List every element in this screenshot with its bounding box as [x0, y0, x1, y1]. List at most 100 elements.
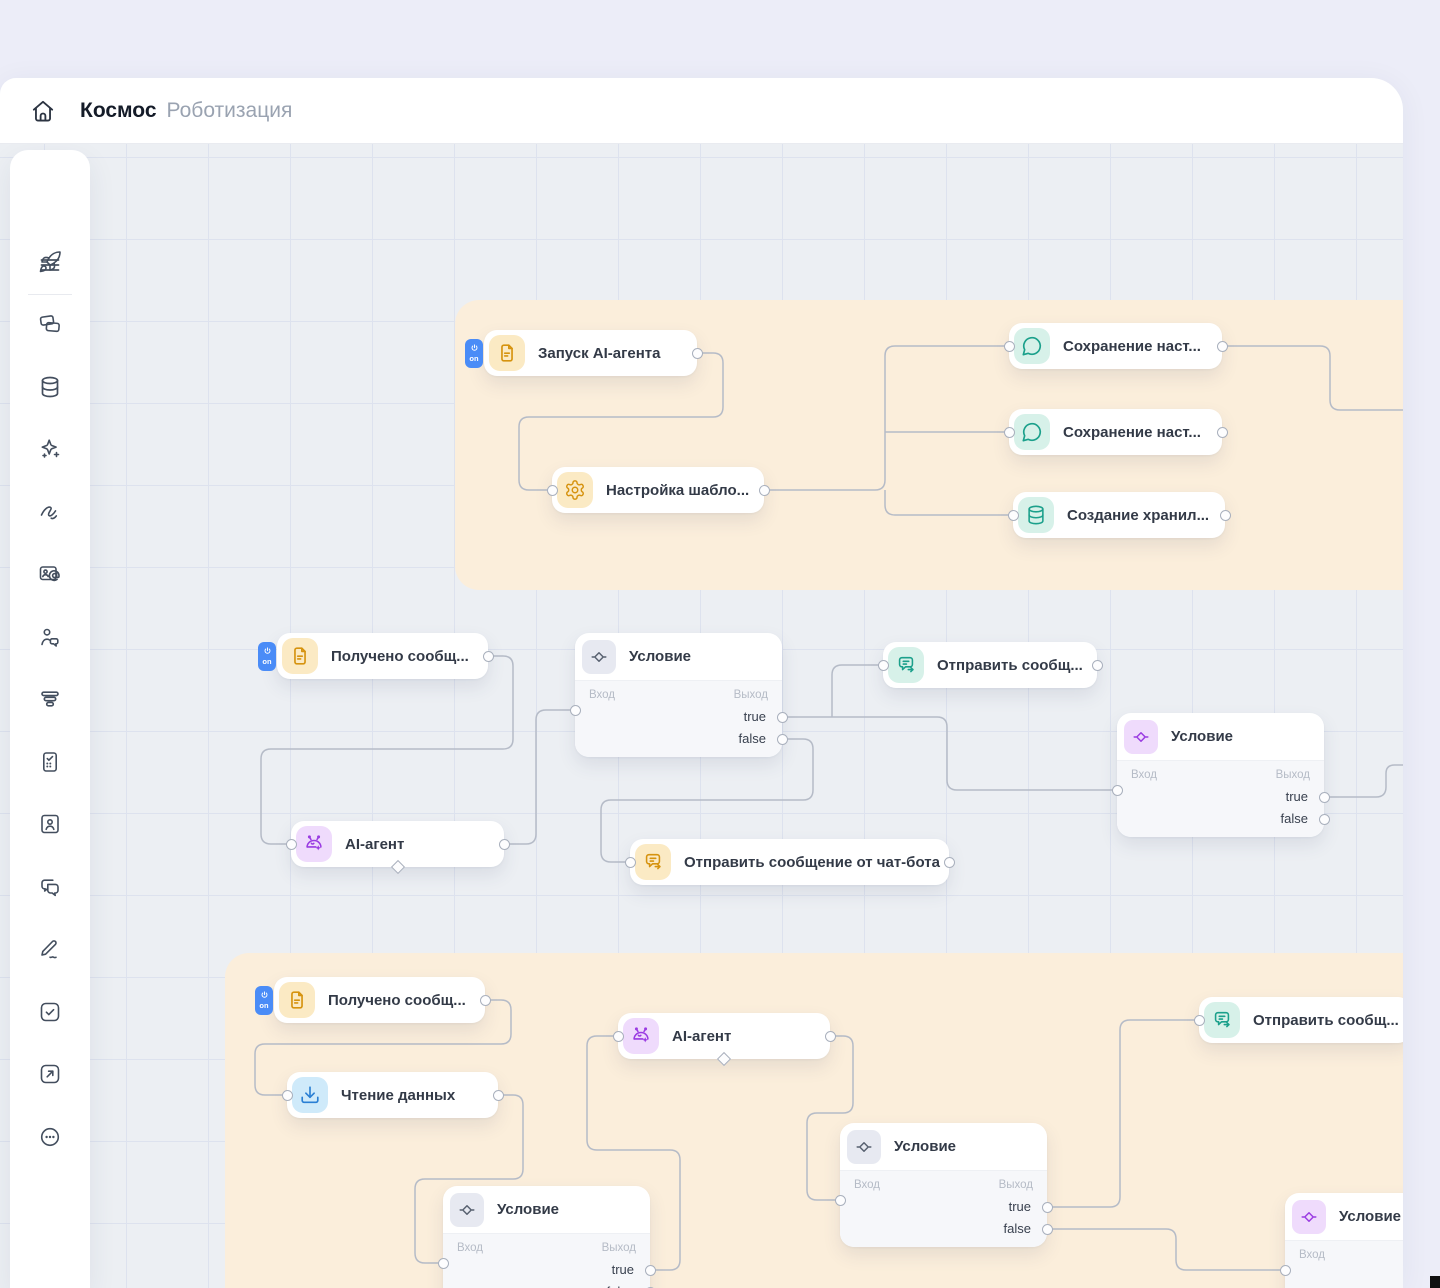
wire[interactable]: [260, 655, 514, 845]
node-label: Условие: [894, 1138, 957, 1155]
checklist-icon[interactable]: [38, 750, 62, 774]
power-on-badge[interactable]: on: [255, 986, 273, 1015]
input-port[interactable]: [281, 1089, 293, 1101]
output-port[interactable]: [1216, 340, 1228, 352]
wire[interactable]: [518, 352, 724, 491]
node-condition-1[interactable]: Условие Вход Выход true false: [569, 633, 788, 757]
node-send-chatbot-message[interactable]: Отправить сообщение от чат-бота: [624, 839, 955, 885]
false-output-port[interactable]: [776, 733, 788, 745]
true-output-port[interactable]: [644, 1264, 656, 1276]
wire[interactable]: [254, 999, 512, 1096]
input-port[interactable]: [834, 1194, 846, 1206]
wire[interactable]: [806, 1035, 854, 1201]
scribble-icon[interactable]: [38, 500, 62, 524]
input-port[interactable]: [1007, 509, 1019, 521]
signature-pen-icon[interactable]: [38, 937, 62, 961]
wire[interactable]: [414, 1094, 524, 1264]
false-output-port[interactable]: [1041, 1223, 1053, 1235]
flows-icon[interactable]: [38, 312, 62, 336]
page-title: Роботизация: [166, 98, 293, 122]
user-chat-icon[interactable]: [38, 625, 62, 649]
chat-bubbles-icon[interactable]: [38, 875, 62, 899]
send-message-icon: [888, 647, 924, 683]
input-port[interactable]: [285, 838, 297, 850]
wire[interactable]: [586, 1035, 681, 1271]
contact-card-icon[interactable]: [38, 812, 62, 836]
wire[interactable]: [782, 716, 1117, 791]
input-port[interactable]: [437, 1257, 449, 1269]
sparkles-icon[interactable]: [38, 437, 62, 461]
wire[interactable]: [831, 664, 883, 717]
node-send-message-1[interactable]: Отправить сообщ...: [877, 642, 1103, 688]
input-port[interactable]: [1003, 340, 1015, 352]
wire[interactable]: [1217, 345, 1403, 411]
true-output-port[interactable]: [1318, 791, 1330, 803]
output-port[interactable]: [1091, 659, 1103, 671]
node-start-agent[interactable]: on Запуск AI-агента: [465, 330, 703, 376]
node-template-setup[interactable]: Настройка шабло...: [546, 467, 770, 513]
database-icon: [1018, 497, 1054, 533]
wire[interactable]: [600, 738, 814, 863]
node-message-received-2[interactable]: on Получено сообщ...: [255, 977, 491, 1023]
home-icon[interactable]: [30, 98, 56, 124]
input-port[interactable]: [546, 484, 558, 496]
wire[interactable]: [1047, 1019, 1199, 1208]
output-port[interactable]: [1216, 426, 1228, 438]
true-output-label: true: [1008, 1199, 1031, 1214]
robot-icon: [296, 826, 332, 862]
node-condition-2[interactable]: Условие Вход Выход true false: [1111, 713, 1330, 837]
wire[interactable]: [1047, 1228, 1285, 1271]
node-condition-3[interactable]: Условие Вход Выход true false: [437, 1186, 656, 1288]
node-ai-agent-1[interactable]: AI-агент: [285, 821, 510, 875]
output-port[interactable]: [1219, 509, 1231, 521]
node-read-data[interactable]: Чтение данных: [281, 1072, 504, 1118]
node-condition-5[interactable]: Условие Вход Выход true false: [1279, 1193, 1403, 1288]
flow-canvas[interactable]: on Запуск AI-агента Настройка шабло... С…: [0, 143, 1403, 1288]
output-port[interactable]: [691, 347, 703, 359]
node-ai-agent-2[interactable]: AI-агент: [612, 1013, 836, 1067]
input-port[interactable]: [569, 704, 581, 716]
id-card-at-icon[interactable]: [38, 562, 62, 586]
output-port[interactable]: [498, 838, 510, 850]
database-icon[interactable]: [38, 375, 62, 399]
wire[interactable]: [1324, 764, 1403, 798]
true-output-port[interactable]: [1041, 1201, 1053, 1213]
diamond-icon: [1124, 719, 1158, 754]
input-port[interactable]: [1003, 426, 1015, 438]
checkbox-icon[interactable]: [38, 1000, 62, 1024]
power-on-badge[interactable]: on: [465, 339, 483, 368]
node-send-message-2[interactable]: Отправить сообщ...: [1193, 997, 1403, 1043]
output-port[interactable]: [943, 856, 955, 868]
output-port[interactable]: [824, 1030, 836, 1042]
wire[interactable]: [759, 345, 1009, 491]
input-port[interactable]: [1279, 1264, 1291, 1276]
input-port[interactable]: [624, 856, 636, 868]
rocket-icon[interactable]: [38, 250, 62, 274]
filter-icon[interactable]: [38, 687, 62, 711]
input-port[interactable]: [877, 659, 889, 671]
node-save-settings-2[interactable]: Сохранение наст...: [1003, 409, 1228, 455]
output-port[interactable]: [482, 650, 494, 662]
node-save-settings-1[interactable]: Сохранение наст...: [1003, 323, 1228, 369]
output-port[interactable]: [479, 994, 491, 1006]
node-condition-4[interactable]: Условие Вход Выход true false: [834, 1123, 1053, 1247]
wire[interactable]: [884, 490, 1013, 516]
more-icon[interactable]: [38, 1125, 62, 1149]
power-on-badge[interactable]: on: [258, 642, 276, 671]
share-icon[interactable]: [38, 1062, 62, 1086]
bottom-diamond-port[interactable]: [390, 859, 405, 875]
false-output-port[interactable]: [1318, 813, 1330, 825]
node-label: AI-агент: [345, 835, 405, 853]
diamond-icon: [847, 1129, 881, 1164]
output-port[interactable]: [758, 484, 770, 496]
input-port[interactable]: [1111, 784, 1123, 796]
output-port[interactable]: [492, 1089, 504, 1101]
input-port[interactable]: [612, 1030, 624, 1042]
true-output-port[interactable]: [776, 711, 788, 723]
node-create-storage[interactable]: Создание хранил...: [1007, 492, 1231, 538]
condition-body: Вход Выход true false: [443, 1234, 650, 1288]
input-port[interactable]: [1193, 1014, 1205, 1026]
wire[interactable]: [499, 709, 575, 845]
false-output-label: false: [607, 1284, 634, 1288]
node-message-received-1[interactable]: on Получено сообщ...: [258, 633, 494, 679]
